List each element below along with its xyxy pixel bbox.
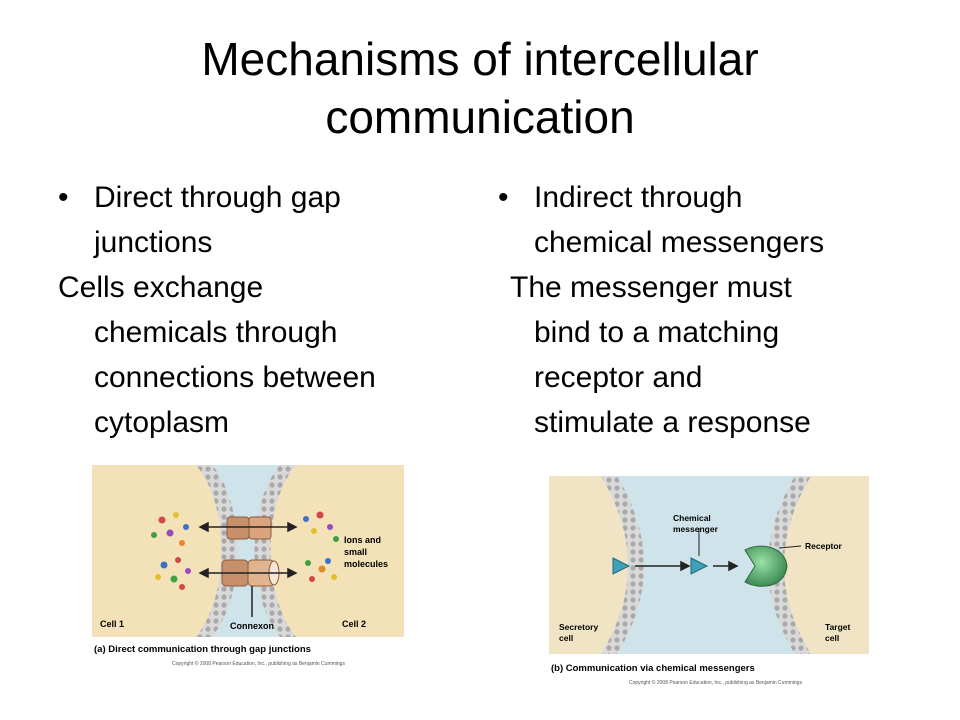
cell1-membrane bbox=[196, 465, 238, 637]
label-messenger: messenger bbox=[673, 524, 719, 534]
right-paragraph: The messenger must bind to a matching re… bbox=[498, 265, 918, 445]
label-receptor: Receptor bbox=[805, 541, 843, 551]
label-ions: Ions and bbox=[344, 535, 381, 545]
messenger-arrows bbox=[635, 528, 802, 572]
title-line-1: Mechanisms of intercellular bbox=[201, 33, 759, 85]
copyright-b: Copyright © 2008 Pearson Education, Inc.… bbox=[629, 679, 802, 686]
right-para-line-1: The messenger must bbox=[510, 271, 792, 304]
cell2-membrane bbox=[254, 465, 296, 637]
left-para-line-2: chemicals through bbox=[94, 316, 338, 349]
label-small: small bbox=[344, 547, 367, 557]
receptor-protein bbox=[744, 545, 788, 587]
right-bullet: • Indirect through chemical messengers bbox=[498, 175, 918, 265]
bullet-marker: • bbox=[498, 181, 509, 214]
messenger-released bbox=[612, 557, 631, 575]
label-cell1: Cell 1 bbox=[100, 619, 124, 629]
messenger-molecule bbox=[690, 557, 709, 575]
label-chemical: Chemical bbox=[673, 513, 711, 523]
exchange-arrows bbox=[198, 521, 298, 617]
left-paragraph: Cells exchange chemicals through connect… bbox=[58, 265, 458, 445]
label-target: Target bbox=[825, 622, 851, 632]
caption-a: (a) Direct communication through gap jun… bbox=[94, 644, 311, 655]
right-column: • Indirect through chemical messengers T… bbox=[498, 175, 918, 445]
left-para-line-3: connections between bbox=[94, 361, 376, 394]
slide-title: Mechanisms of intercellular communicatio… bbox=[0, 30, 960, 146]
label-cell2: Cell 2 bbox=[342, 619, 366, 629]
left-column: • Direct through gap junctions Cells exc… bbox=[58, 175, 458, 445]
right-para-line-3: receptor and bbox=[534, 361, 703, 394]
label-connexon: Connexon bbox=[230, 621, 274, 631]
right-bullet-line-1: Indirect through bbox=[534, 181, 743, 214]
secretory-membrane bbox=[601, 476, 644, 654]
title-line-2: communication bbox=[325, 91, 635, 143]
label-target-cell: cell bbox=[825, 633, 839, 643]
right-para-line-4: stimulate a response bbox=[534, 406, 811, 439]
gap-junction-diagram: Ions and small molecules Cell 1 Connexon… bbox=[92, 465, 404, 667]
bullet-marker: • bbox=[58, 181, 69, 214]
caption-b: (b) Communication via chemical messenger… bbox=[551, 663, 755, 674]
label-secretory: Secretory bbox=[559, 622, 598, 632]
left-bullet-line-1: Direct through gap bbox=[94, 181, 341, 214]
label-secretory-cell: cell bbox=[559, 633, 573, 643]
copyright-a: Copyright © 2008 Pearson Education, Inc.… bbox=[172, 660, 345, 667]
ions-cell1 bbox=[151, 512, 191, 590]
figure-chemical-messengers: Chemical messenger Receptor Secretory ce… bbox=[549, 476, 869, 688]
left-para-line-1: Cells exchange bbox=[58, 271, 264, 304]
left-para-line-4: cytoplasm bbox=[94, 406, 230, 439]
left-bullet-line-2: junctions bbox=[94, 226, 213, 259]
label-molecules: molecules bbox=[344, 559, 388, 569]
right-bullet-line-2: chemical messengers bbox=[534, 226, 825, 259]
ions-cell2 bbox=[303, 511, 339, 582]
target-membrane bbox=[768, 476, 811, 654]
left-bullet: • Direct through gap junctions bbox=[58, 175, 458, 265]
chemical-messenger-diagram: Chemical messenger Receptor Secretory ce… bbox=[549, 476, 869, 686]
connexon-upper bbox=[226, 516, 272, 540]
right-para-line-2: bind to a matching bbox=[534, 316, 780, 349]
figure-gap-junctions: Ions and small molecules Cell 1 Connexon… bbox=[92, 465, 404, 670]
